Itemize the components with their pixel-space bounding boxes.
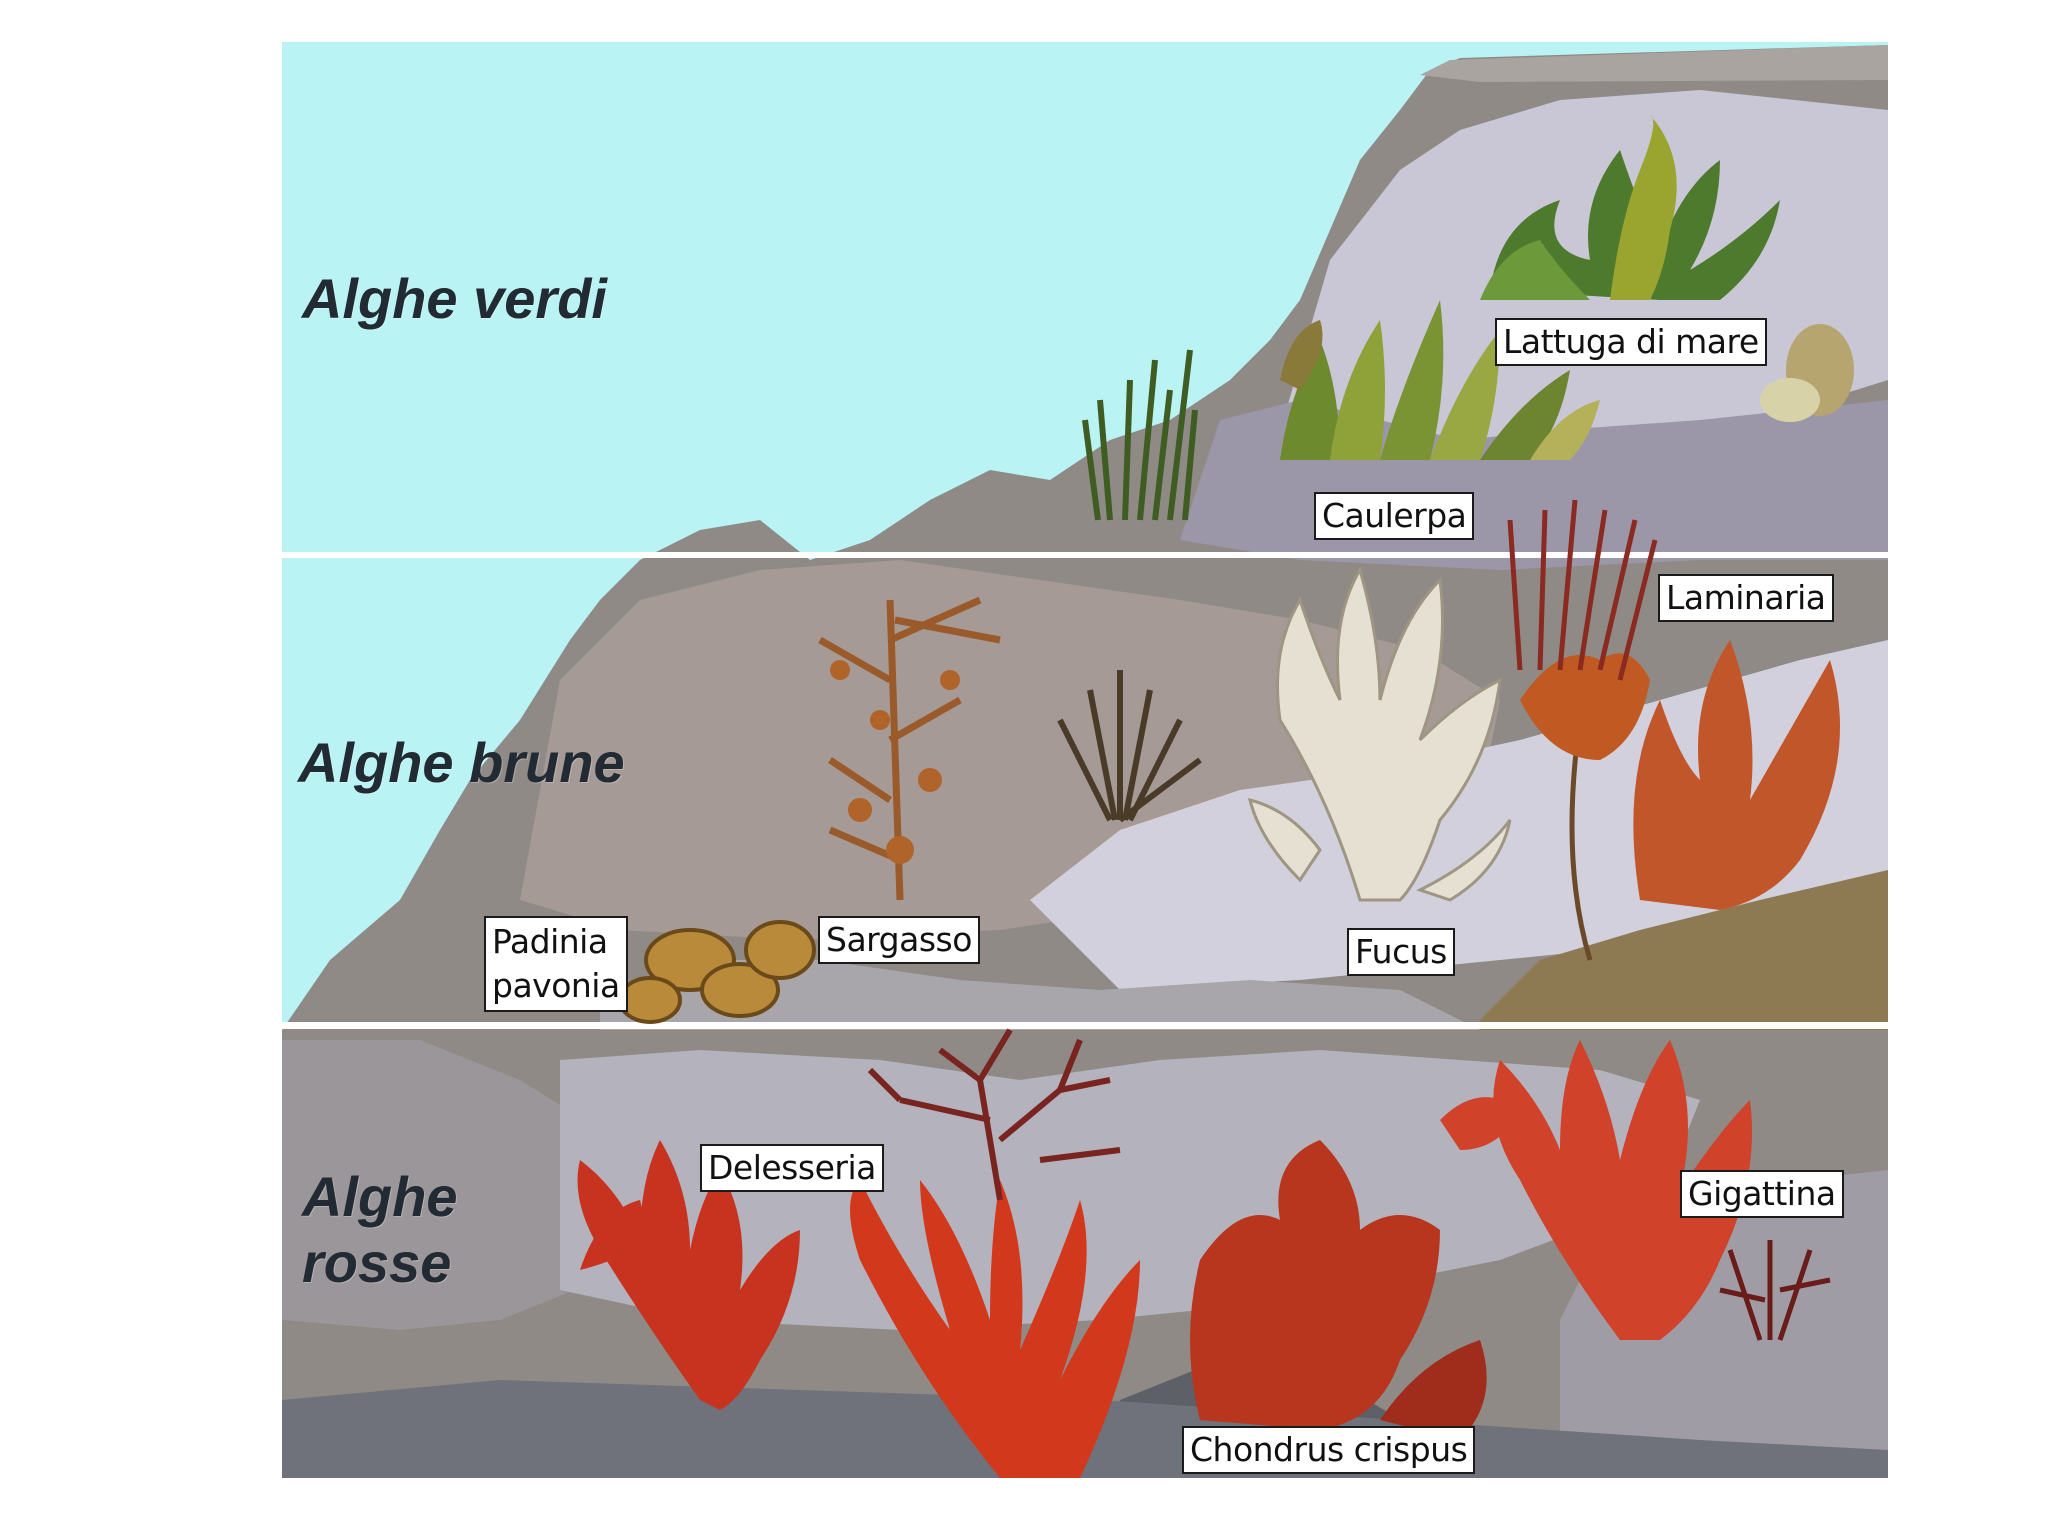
label-chondrus-crispus: Chondrus crispus	[1182, 1426, 1476, 1474]
shell-clump	[1760, 324, 1854, 422]
grey-ledge	[600, 960, 1480, 1030]
dark-red-branching-alga	[867, 1028, 1121, 1201]
label-lattuga-di-mare: Lattuga di mare	[1495, 318, 1767, 366]
top-rock-slab	[1420, 45, 1888, 82]
sargasso-bladders	[830, 660, 960, 864]
zone-title-green: Alghe verdi	[302, 267, 607, 330]
dark-tuft-alga	[1057, 670, 1202, 823]
zone-divider-lower	[282, 1022, 1888, 1029]
zone-title-brown: Alghe brune	[298, 731, 625, 794]
label-caulerpa: Caulerpa	[1314, 492, 1475, 540]
large-red-frond	[850, 1180, 1140, 1478]
label-padinia-pavonia: Padinia pavonia	[484, 916, 628, 1012]
chondrus-crispus-plant	[1190, 1140, 1487, 1440]
label-sargasso: Sargasso	[818, 916, 980, 964]
fucus-plant	[1247, 566, 1512, 902]
dark-red-tuft	[1719, 1240, 1831, 1341]
zone-title-red: Alghe rosse	[302, 1165, 458, 1294]
laminaria-plant	[1507, 499, 1840, 961]
sand-ledge	[1480, 870, 1888, 1030]
padinia-pavonia-plant	[618, 920, 816, 1024]
label-gigattina: Gigattina	[1680, 1170, 1844, 1218]
label-fucus: Fucus	[1347, 928, 1455, 976]
caulerpa-plant	[1280, 300, 1600, 460]
label-delesseria: Delesseria	[700, 1144, 884, 1192]
lattuga-di-mare-plant	[1480, 115, 1780, 300]
label-laminaria: Laminaria	[1658, 574, 1834, 622]
red-zone-rock-left	[282, 1040, 640, 1330]
gigattina-plant	[1440, 1040, 1752, 1340]
delesseria-plant	[577, 1140, 800, 1410]
small-green-alga	[1082, 349, 1198, 521]
zone-divider-upper	[282, 552, 1888, 558]
